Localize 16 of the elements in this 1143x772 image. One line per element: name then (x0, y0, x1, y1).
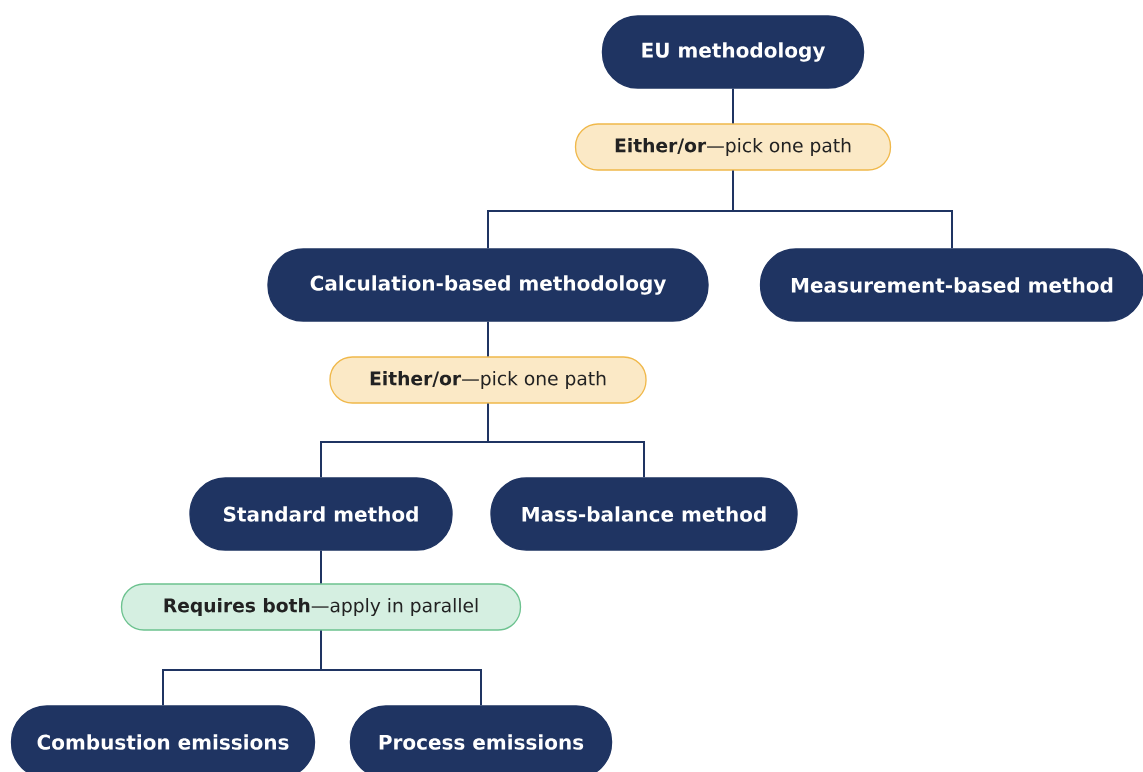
rule-badge: Either/or—pick one path (329, 356, 647, 404)
method-box: Measurement-based method (759, 248, 1143, 322)
method-box: Calculation-based methodology (267, 248, 709, 322)
method-box: Standard method (189, 477, 453, 551)
rule-badge: Either/or—pick one path (574, 123, 892, 171)
method-box: Mass-balance method (490, 477, 798, 551)
method-box: Combustion emissions (10, 705, 316, 772)
rule-badge: Requires both—apply in parallel (120, 583, 522, 631)
connector-line (320, 629, 482, 707)
connector-line (732, 169, 953, 250)
method-box: Process emissions (349, 705, 613, 772)
connector-line (732, 87, 734, 125)
connector-line (320, 549, 322, 585)
connector-line (487, 320, 489, 358)
method-box: EU methodology (601, 15, 865, 89)
connector-line (487, 402, 645, 479)
